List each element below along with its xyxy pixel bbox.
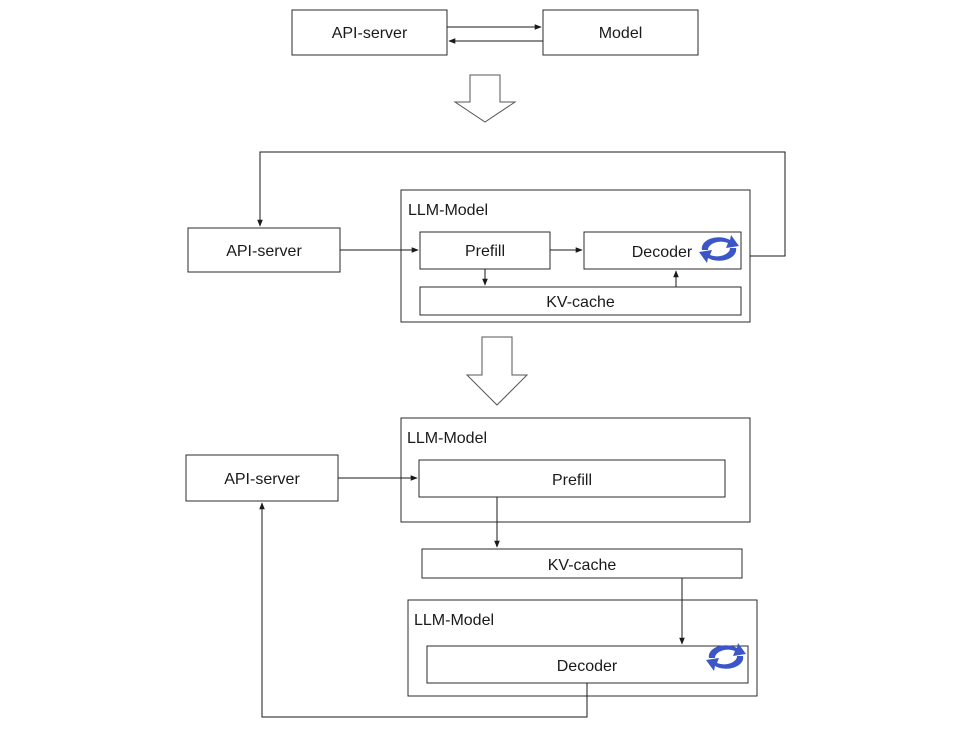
stage3-decoder-label: Decoder [557,658,618,675]
stage2-llm-model-label: LLM-Model [408,202,488,219]
stage1-api-server-box [291,9,448,56]
refresh-cycle-icon [706,643,746,671]
refresh-cycle-icon [699,235,739,263]
stage2-kv-cache-box [419,286,742,316]
stage3-llm-model-label-2: LLM-Model [414,612,494,629]
stage2-prefill-label: Prefill [465,243,505,260]
stage2-decoder-label: Decoder [632,244,693,261]
stage3-prefill-label: Prefill [552,472,592,489]
stage3-api-server-label: API-server [224,471,300,488]
stage2-api-server-label: API-server [226,243,302,260]
stage3-kv-cache-box [421,548,743,579]
stage2-feedback-loop-arrow [257,151,786,257]
stage3-api-server-box [185,454,339,502]
stage1-api-server-label: API-server [332,25,408,42]
stage1-model-label: Model [599,25,643,42]
stage1-model-box [542,9,699,56]
stage-3: API-server LLM-Model Prefill KV-cache LL… [185,417,758,718]
stage3-kv-cache-label: KV-cache [548,557,617,574]
stage3-feedback-loop-arrow [259,502,588,718]
stage3-decoder-box [426,645,749,684]
stage-2: API-server LLM-Model Prefill Decoder KV-… [187,151,786,323]
stage3-prefill-box [418,459,726,498]
stage-1: API-server Model [291,9,699,56]
stage3-llm-model-label-1: LLM-Model [407,430,487,447]
stage2-kv-cache-label: KV-cache [546,294,615,311]
down-arrow-icon [465,336,529,406]
stage2-api-server-box [187,227,341,273]
down-arrow-icon [453,74,517,123]
